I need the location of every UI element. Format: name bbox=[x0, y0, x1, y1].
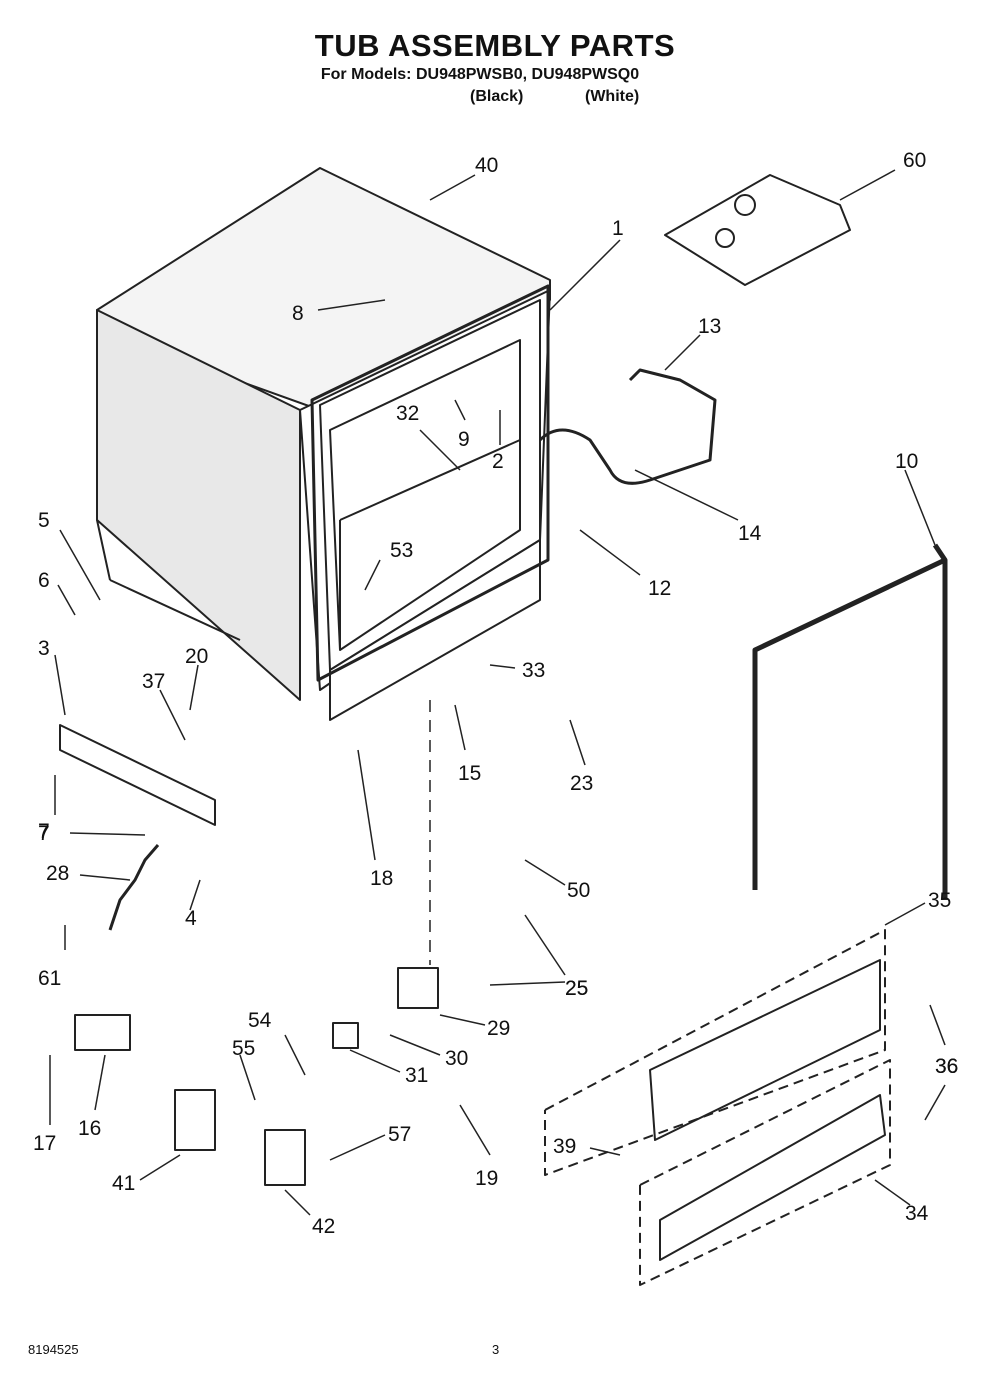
models-subtitle: For Models: DU948PWSB0, DU948PWSQ0 bbox=[320, 66, 640, 83]
part-label-61-44: 61 bbox=[38, 967, 61, 990]
kickplate-shape bbox=[659, 1094, 886, 1261]
part-label-16-15: 16 bbox=[78, 1117, 101, 1140]
part-label-1-0: 1 bbox=[612, 217, 624, 240]
inlet-tube-shape bbox=[538, 368, 717, 485]
part-label-8-8: 8 bbox=[292, 302, 304, 325]
spring-shape bbox=[108, 844, 160, 931]
part-label-19-18: 19 bbox=[475, 1167, 498, 1190]
part-label-34-29: 34 bbox=[905, 1202, 929, 1225]
part-label-9-9: 9 bbox=[458, 428, 470, 451]
part-label-2-1: 2 bbox=[492, 450, 504, 473]
motor-bracket-shape bbox=[74, 1014, 131, 1051]
part-label-36-32: 36 bbox=[935, 1055, 958, 1078]
page-title: TUB ASSEMBLY PARTS bbox=[314, 28, 676, 63]
part-label-31-26: 31 bbox=[405, 1064, 428, 1087]
part-label-25-21: 25 bbox=[565, 977, 588, 1000]
part-label-40-35: 40 bbox=[475, 154, 498, 177]
door-gasket-shape bbox=[310, 284, 550, 682]
dashed-group-35 bbox=[544, 929, 886, 1176]
part-label-25-22: 25 bbox=[565, 977, 588, 1000]
model-color-white: (White) bbox=[585, 88, 640, 105]
part-label-36-31: 36 bbox=[935, 1055, 958, 1078]
part-label-3-2: 3 bbox=[38, 637, 50, 660]
part-label-15-14: 15 bbox=[458, 762, 481, 785]
part-label-30-25: 30 bbox=[445, 1047, 468, 1070]
model-color-black: (Black) bbox=[470, 88, 524, 105]
part-label-20-19: 20 bbox=[185, 645, 208, 668]
part-label-17-16: 17 bbox=[33, 1132, 56, 1155]
tub-bracket-shape bbox=[59, 724, 216, 826]
shield-shape bbox=[174, 1089, 216, 1151]
part-label-53-39: 53 bbox=[390, 539, 413, 562]
toe-panel-shape bbox=[649, 959, 881, 1141]
part-label-7-7: 7 bbox=[38, 822, 50, 845]
tub-shape bbox=[96, 167, 551, 721]
footer-page-number: 3 bbox=[492, 1342, 500, 1357]
part-label-57-42: 57 bbox=[388, 1123, 411, 1146]
part-label-50-38: 50 bbox=[567, 879, 590, 902]
part-label-37-33: 37 bbox=[142, 670, 165, 693]
part-label-6-5: 6 bbox=[38, 569, 50, 592]
part-label-60-43: 60 bbox=[903, 149, 926, 172]
support-shape bbox=[264, 1129, 306, 1186]
valve-shape bbox=[397, 967, 439, 1009]
part-label-7-6: 7 bbox=[38, 820, 50, 843]
part-label-32-27: 32 bbox=[396, 402, 419, 425]
part-label-54-40: 54 bbox=[248, 1009, 272, 1032]
part-label-4-3: 4 bbox=[185, 907, 197, 930]
part-label-10-10: 10 bbox=[895, 450, 918, 473]
part-label-33-28: 33 bbox=[522, 659, 545, 682]
tub-gasket-shape bbox=[752, 543, 948, 900]
part-label-12-11: 12 bbox=[648, 577, 671, 600]
part-label-13-12: 13 bbox=[698, 315, 721, 338]
part-label-5-4: 5 bbox=[38, 509, 50, 532]
parts-bag-shape bbox=[664, 174, 851, 286]
part-label-18-17: 18 bbox=[370, 867, 393, 890]
part-label-55-41: 55 bbox=[232, 1037, 255, 1060]
part-label-23-20: 23 bbox=[570, 772, 593, 795]
footer-doc-number: 8194525 bbox=[28, 1342, 79, 1357]
cover-shape bbox=[332, 1022, 359, 1049]
part-label-35-30: 35 bbox=[928, 889, 951, 912]
part-label-28-23: 28 bbox=[46, 862, 69, 885]
part-label-42-37: 42 bbox=[312, 1215, 335, 1238]
part-label-14-13: 14 bbox=[738, 522, 762, 545]
part-label-41-36: 41 bbox=[112, 1172, 135, 1195]
part-label-29-24: 29 bbox=[487, 1017, 510, 1040]
dashed-group-34 bbox=[639, 1059, 891, 1286]
part-label-39-34: 39 bbox=[553, 1135, 576, 1158]
